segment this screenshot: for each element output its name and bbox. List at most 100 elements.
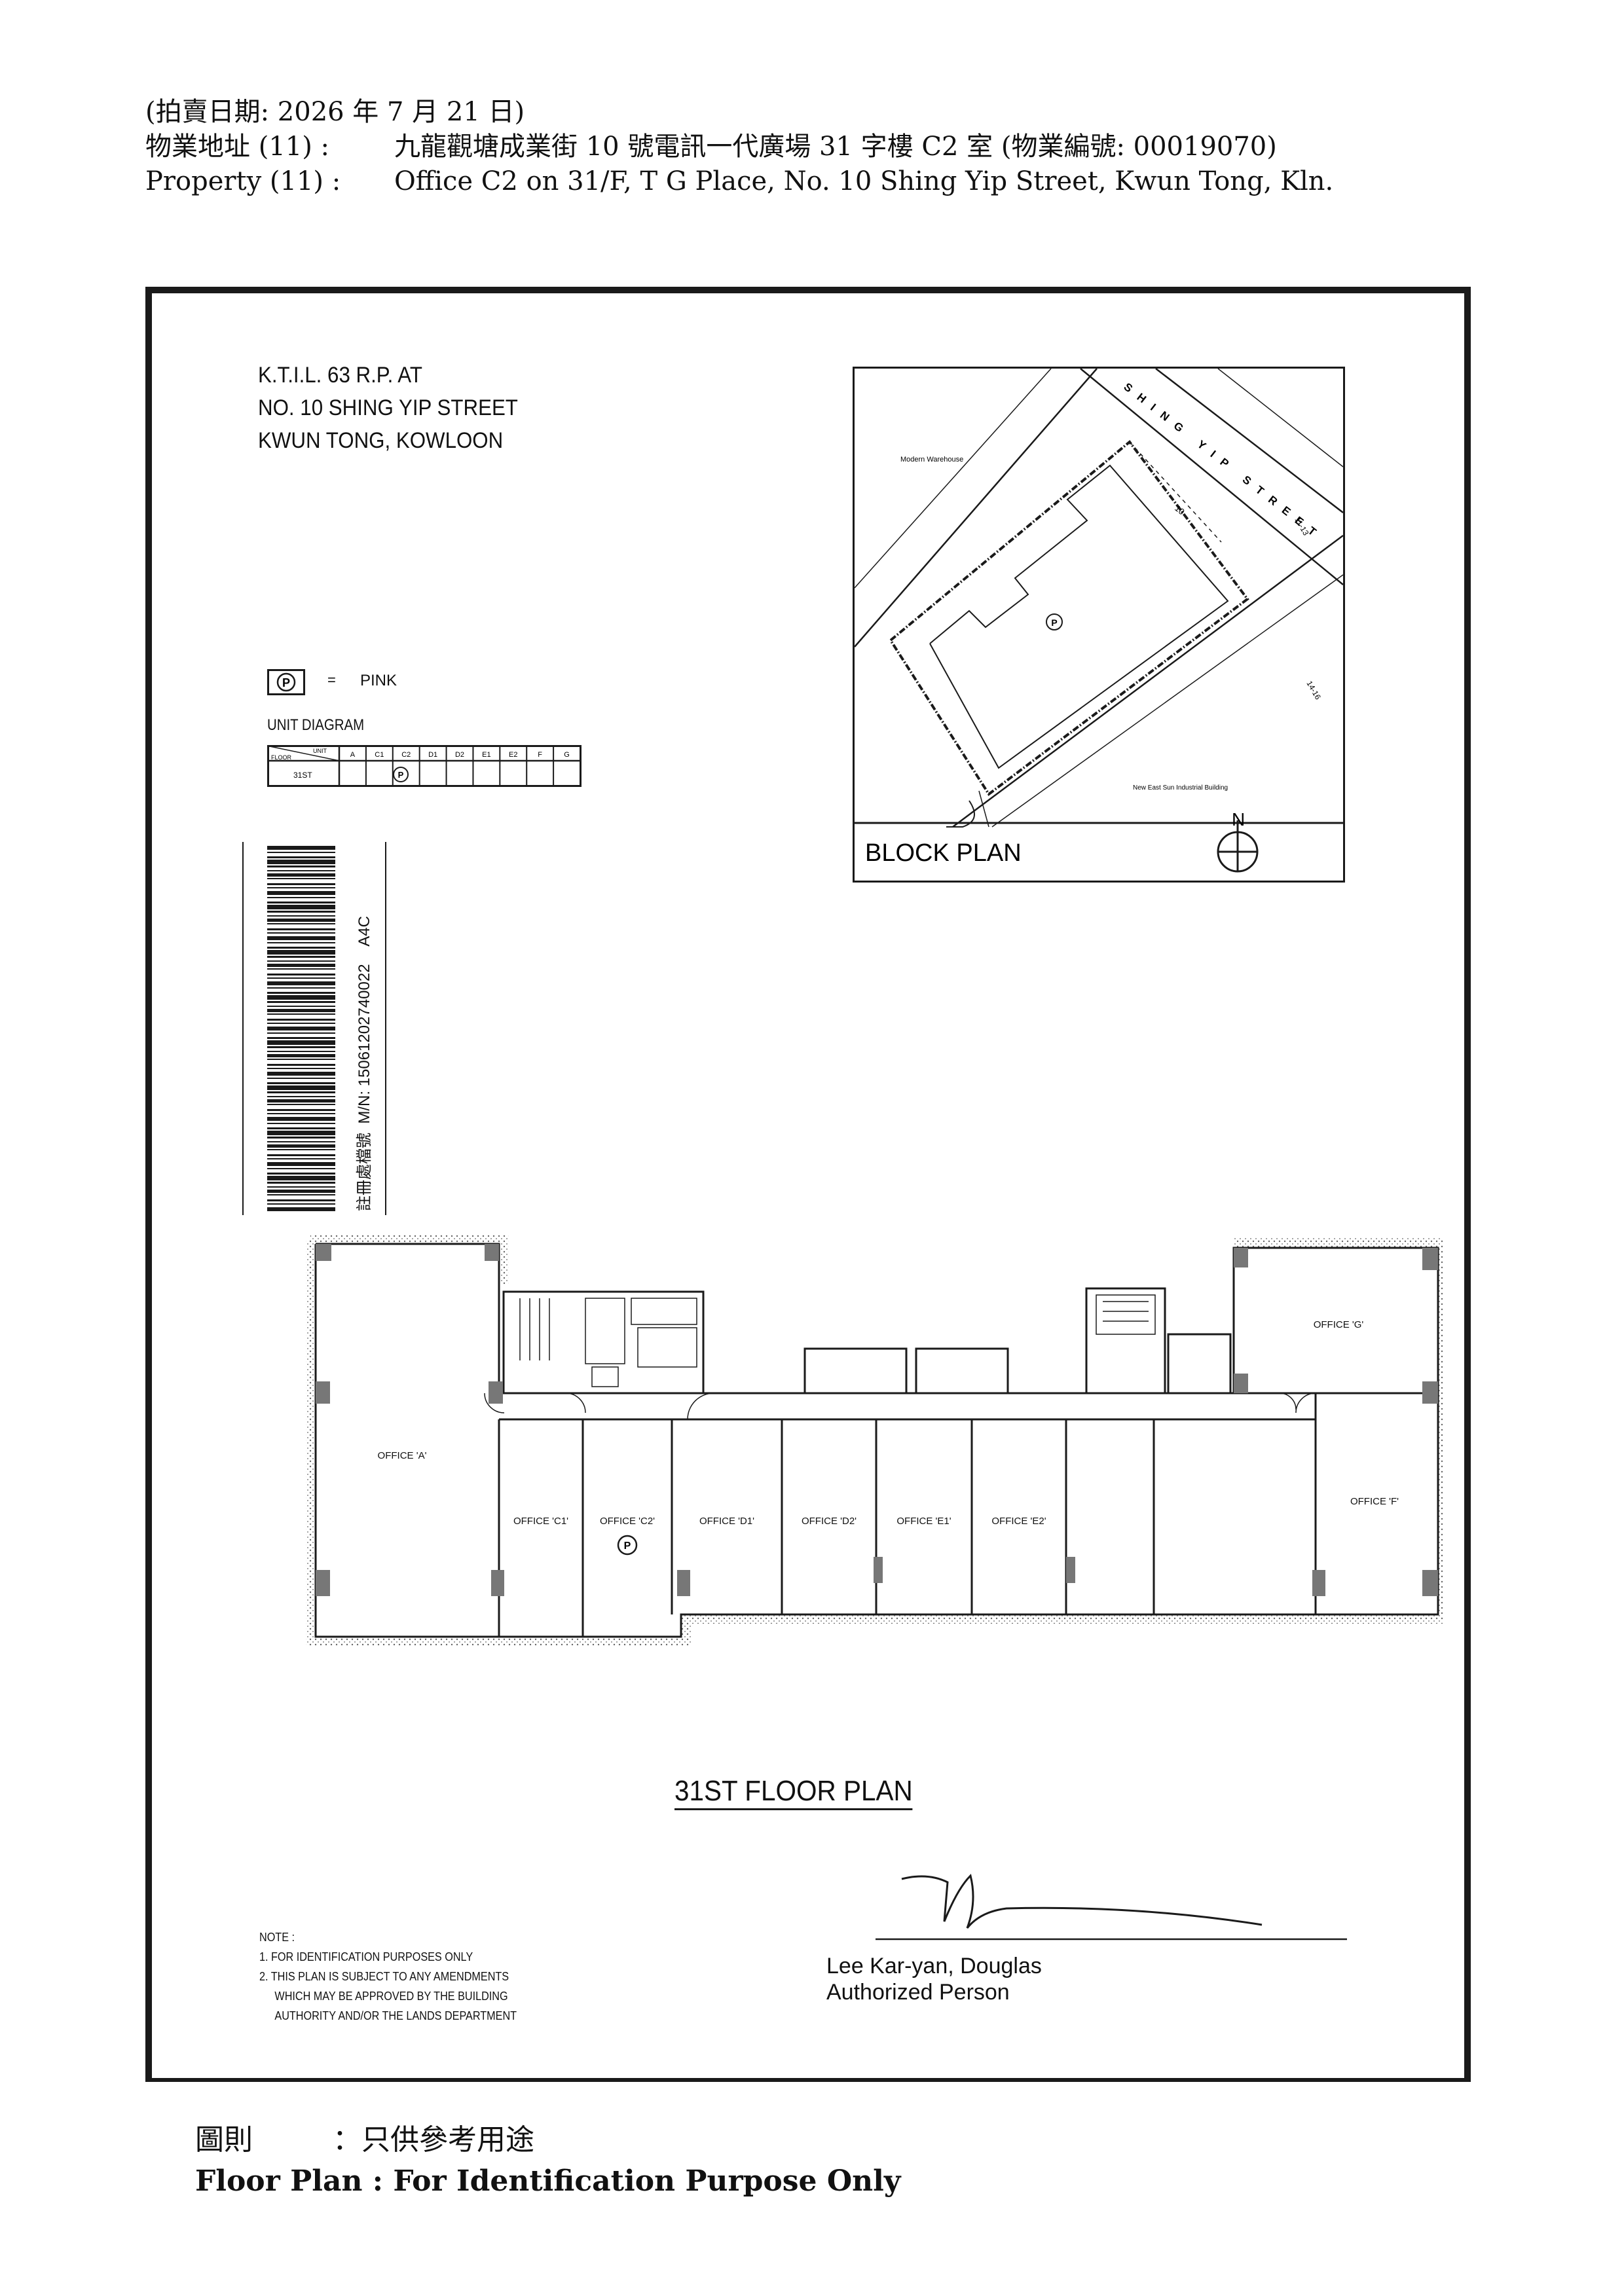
floor-plan-title: 31ST FLOOR PLAN <box>674 1774 913 1810</box>
barcode-bar <box>267 947 335 949</box>
barcode-icon <box>267 846 335 1211</box>
barcode-bar <box>267 905 335 909</box>
plan-frame: K.T.I.L. 63 R.P. AT NO. 10 SHING YIP STR… <box>145 287 1471 2082</box>
barcode-bar <box>267 1127 335 1129</box>
unit-diagram-floor: 31ST <box>293 771 312 780</box>
barcode-bar <box>267 1096 335 1097</box>
barcode-bar <box>267 1141 335 1142</box>
barcode-bar <box>267 932 335 934</box>
barcode-bar <box>267 942 335 943</box>
lot-description: K.T.I.L. 63 R.P. AT NO. 10 SHING YIP STR… <box>258 359 518 457</box>
barcode-bar <box>267 1109 335 1111</box>
barcode-bar <box>267 1158 335 1159</box>
footer-zh-label: 圖則 <box>195 2123 253 2157</box>
barcode-bar <box>267 1176 335 1180</box>
office-d1-label: OFFICE 'D1' <box>699 1516 754 1527</box>
barcode-bar <box>267 1144 335 1148</box>
barcode-code: A4C <box>356 916 373 947</box>
office-c1-label: OFFICE 'C1' <box>513 1516 568 1527</box>
barcode-number: M/N: 15061202740022 <box>356 964 373 1124</box>
barcode-bar <box>267 919 335 922</box>
barcode-bar <box>267 1040 335 1045</box>
note-line-4: AUTHORITY AND/OR THE LANDS DEPARTMENT <box>274 2009 517 2022</box>
block-plan-title: BLOCK PLAN <box>865 839 1022 867</box>
note-line-2: 2. THIS PLAN IS SUBJECT TO ANY AMENDMENT… <box>259 1970 509 1983</box>
address-en-label: Property (11) : <box>145 166 341 196</box>
barcode-text: 註冊處檔號 M/N: 15061202740022 A4C <box>351 916 374 1211</box>
barcode-bar <box>267 1072 335 1076</box>
note-title: NOTE : <box>259 1931 295 1944</box>
office-d2-label: OFFICE 'D2' <box>802 1516 857 1527</box>
unit-diagram-unit-e2: E2 <box>509 751 517 759</box>
unit-diagram-unit-a: A <box>350 751 356 759</box>
floor-plan-marker: P <box>624 1540 631 1552</box>
barcode-bar <box>267 1182 335 1184</box>
barcode-registry-label: 註冊處檔號 <box>356 1133 373 1211</box>
barcode-bar <box>267 856 335 858</box>
barcode-bar <box>267 974 335 975</box>
unit-diagram-unit-g: G <box>564 751 570 759</box>
barcode-bar <box>267 1203 335 1205</box>
legend-eq: = <box>327 672 336 688</box>
barcode-bar <box>267 1207 335 1211</box>
barcode-bar <box>267 1032 335 1034</box>
barcode-bar <box>267 1186 335 1188</box>
office-c2-label: OFFICE 'C2' <box>600 1516 655 1527</box>
barcode-bar <box>267 1190 335 1193</box>
barcode-bar <box>267 1082 335 1084</box>
barcode-bar <box>267 1113 335 1114</box>
unit-diagram-unit-d1: D1 <box>428 751 437 759</box>
barcode-bar <box>267 878 335 879</box>
barcode-bar <box>267 870 335 871</box>
unit-diagram-unit-c1: C1 <box>375 751 384 759</box>
barcode-bar <box>267 977 335 979</box>
address-en: Office C2 on 31/F, T G Place, No. 10 Shi… <box>394 166 1334 196</box>
barcode-bar <box>267 846 335 850</box>
barcode-bar <box>267 873 335 877</box>
barcode-bar <box>267 1064 335 1066</box>
block-plan-marker: P <box>1051 617 1057 628</box>
address-zh-label: 物業地址 (11) : <box>145 132 330 162</box>
unit-diagram-title: UNIT DIAGRAM <box>267 716 365 734</box>
address-en-line: Property (11) : Office C2 on 31/F, T G Pl… <box>145 165 1333 198</box>
barcode-bar <box>267 1149 335 1150</box>
block-plan-number-bottom: 14-16 <box>1304 680 1323 702</box>
barcode-bar <box>267 1023 335 1024</box>
barcode-bar <box>267 1123 335 1124</box>
signatory-name: Lee Kar-yan, Douglas <box>826 1954 1042 1978</box>
barcode-bar <box>267 987 335 989</box>
address-zh-line: 物業地址 (11) :九龍觀塘成業街 10 號電訊一代廣場 31 字樓 C2 室… <box>145 130 1277 163</box>
note-line-1: 1. FOR IDENTIFICATION PURPOSES ONLY <box>259 1950 473 1963</box>
block-plan: P SHING YIP STREET 10 11-13 14-16 Modern… <box>853 367 1345 883</box>
barcode-bar <box>267 1019 335 1021</box>
barcode-bar <box>267 1037 335 1039</box>
footer-zh-text: ：只供參考用途 <box>333 2123 534 2157</box>
barcode-bar <box>267 1154 335 1156</box>
floor-plan: OFFICE 'A' OFFICE 'C1' OFFICE 'C2' OFFIC… <box>304 1230 1443 1649</box>
barcode-bar <box>267 1104 335 1105</box>
unit-diagram-unit-e1: E1 <box>482 751 490 759</box>
unit-diagram-unit-f: F <box>538 751 542 759</box>
barcode-bar <box>267 866 335 867</box>
barcode-bar <box>267 1009 335 1012</box>
note-line-3: WHICH MAY BE APPROVED BY THE BUILDING <box>274 1990 508 2003</box>
barcode-bar <box>267 1013 335 1015</box>
legend-color: PINK <box>360 672 397 689</box>
barcode-bar <box>267 995 335 1000</box>
barcode-bar <box>267 897 335 898</box>
barcode-bar <box>267 1068 335 1069</box>
barcode-bar <box>267 1091 335 1093</box>
barcode-bar <box>267 1046 335 1048</box>
barcode-bar <box>267 923 335 924</box>
barcode-bar <box>267 964 335 967</box>
office-e2-label: OFFICE 'E2' <box>991 1516 1046 1527</box>
barcode-bar <box>267 981 335 985</box>
barcode-bar <box>267 1173 335 1175</box>
barcode-bar <box>267 936 335 940</box>
barcode-bar <box>267 1078 335 1079</box>
lot-line-3: KWUN TONG, KOWLOON <box>258 428 504 453</box>
lot-line-1: K.T.I.L. 63 R.P. AT <box>258 363 422 388</box>
barcode-bar <box>267 1099 335 1102</box>
north-arrow-letter: N <box>1232 809 1245 829</box>
lot-line-2: NO. 10 SHING YIP STREET <box>258 395 518 420</box>
